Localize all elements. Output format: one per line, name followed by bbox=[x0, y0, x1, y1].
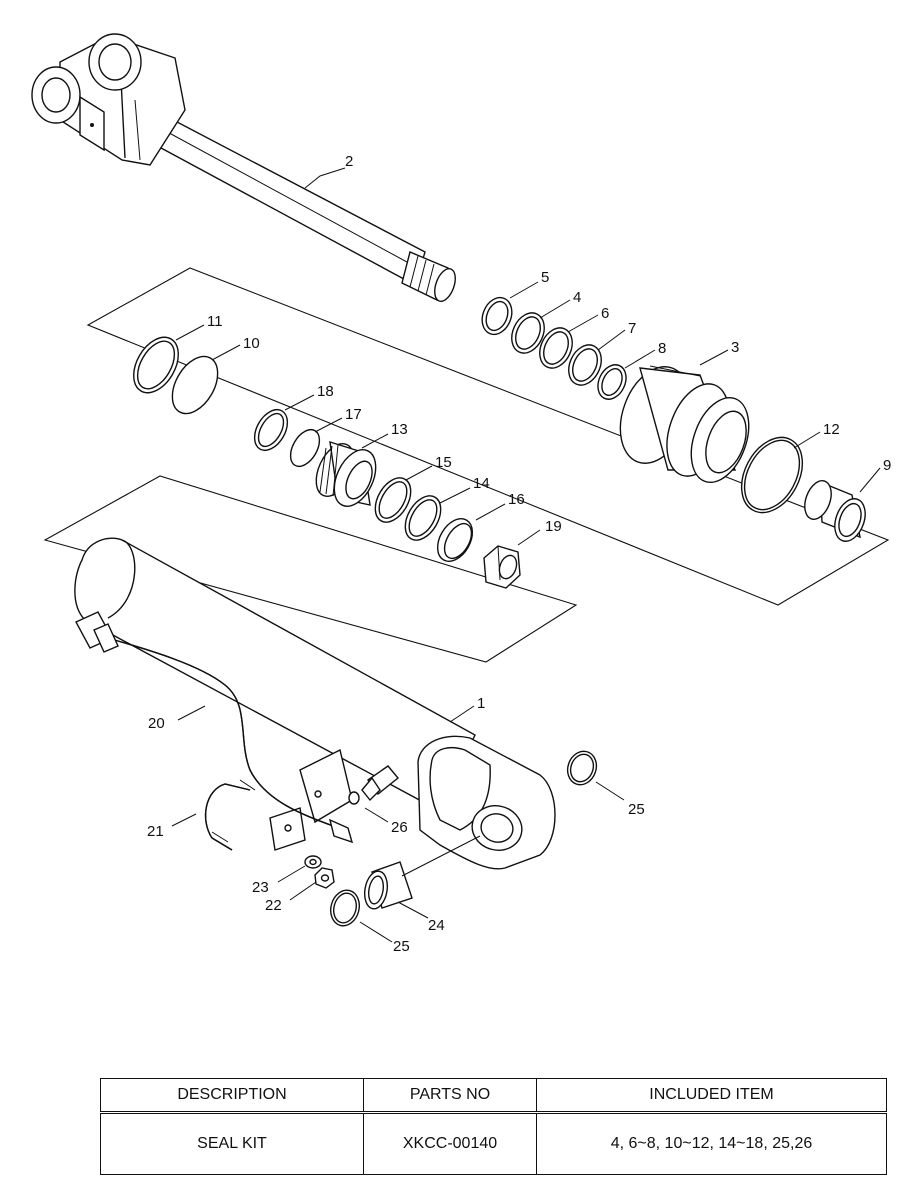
callout-2: 2 bbox=[345, 153, 353, 170]
callout-6: 6 bbox=[601, 305, 609, 322]
lock-nut-19 bbox=[483, 545, 521, 589]
callout-25-lower: 25 bbox=[393, 938, 410, 955]
table-header-row: DESCRIPTION PARTS NO INCLUDED ITEM bbox=[100, 1078, 887, 1113]
header-parts-no: PARTS NO bbox=[363, 1078, 537, 1113]
washer-23 bbox=[304, 855, 322, 869]
callout-9: 9 bbox=[883, 457, 891, 474]
callout-16: 16 bbox=[508, 491, 525, 508]
callout-1: 1 bbox=[477, 695, 485, 712]
u-bolt-21 bbox=[204, 779, 256, 851]
callout-24: 24 bbox=[428, 917, 445, 934]
backup-ring-10 bbox=[171, 355, 219, 415]
o-ring-17 bbox=[289, 428, 321, 468]
callout-8: 8 bbox=[658, 340, 666, 357]
callout-26: 26 bbox=[391, 819, 408, 836]
seal-ring-4 bbox=[511, 312, 545, 354]
seal-ring-7 bbox=[568, 344, 602, 386]
bushing-9 bbox=[804, 480, 866, 542]
callout-18: 18 bbox=[317, 383, 334, 400]
nut-22 bbox=[314, 867, 335, 889]
seal-ring-6 bbox=[539, 327, 573, 369]
header-included-item: INCLUDED ITEM bbox=[536, 1078, 887, 1113]
callout-7: 7 bbox=[628, 320, 636, 337]
callout-19: 19 bbox=[545, 518, 562, 535]
o-ring-25-lower bbox=[329, 889, 361, 927]
callout-15: 15 bbox=[435, 454, 452, 471]
callout-4: 4 bbox=[573, 289, 581, 306]
piston-group-frame bbox=[86, 267, 890, 606]
fitting-26 bbox=[348, 765, 399, 805]
piston-13 bbox=[315, 441, 377, 507]
o-ring-25-upper bbox=[566, 750, 598, 786]
cell-parts-no: XKCC-00140 bbox=[363, 1112, 537, 1175]
callout-10: 10 bbox=[243, 335, 260, 352]
callout-14: 14 bbox=[473, 475, 490, 492]
o-ring-18 bbox=[253, 409, 289, 451]
callout-25-upper: 25 bbox=[628, 801, 645, 818]
callout-20: 20 bbox=[148, 715, 165, 732]
callout-17: 17 bbox=[345, 406, 362, 423]
o-ring-12 bbox=[740, 436, 804, 514]
pipe-20 bbox=[75, 611, 354, 844]
snap-ring bbox=[481, 296, 513, 336]
exploded-parts-diagram: 2 5 4 6 7 8 3 11 10 18 17 13 15 14 16 19… bbox=[31, 33, 891, 955]
bushing-24 bbox=[363, 861, 413, 910]
cylinder-tube bbox=[74, 537, 556, 870]
header-description: DESCRIPTION bbox=[100, 1078, 364, 1113]
callout-13: 13 bbox=[391, 421, 408, 438]
dust-ring-16 bbox=[436, 518, 474, 562]
callout-22: 22 bbox=[265, 897, 282, 914]
seal-ring-15 bbox=[374, 477, 412, 523]
seal-kit-table: DESCRIPTION PARTS NO INCLUDED ITEM SEAL … bbox=[100, 1078, 887, 1175]
wear-ring-14 bbox=[404, 495, 442, 541]
callout-11: 11 bbox=[207, 313, 223, 330]
seal-ring-8 bbox=[597, 364, 627, 400]
callout-labels: 2 5 4 6 7 8 3 11 10 18 17 13 15 14 16 19… bbox=[147, 153, 891, 955]
callout-12: 12 bbox=[823, 421, 840, 438]
callout-21: 21 bbox=[147, 823, 164, 840]
callout-3: 3 bbox=[731, 339, 739, 356]
piston-rod bbox=[31, 33, 456, 302]
cell-included-item: 4, 6~8, 10~12, 14~18, 25,26 bbox=[536, 1112, 887, 1175]
rod-cover bbox=[619, 365, 750, 483]
tube-group-frame bbox=[43, 475, 578, 663]
callout-5: 5 bbox=[541, 269, 549, 286]
table-row: SEAL KIT XKCC-00140 4, 6~8, 10~12, 14~18… bbox=[100, 1112, 887, 1175]
cell-description: SEAL KIT bbox=[100, 1112, 364, 1175]
o-ring-11 bbox=[133, 336, 179, 394]
callout-23: 23 bbox=[252, 879, 269, 896]
leader-lines bbox=[171, 167, 881, 943]
